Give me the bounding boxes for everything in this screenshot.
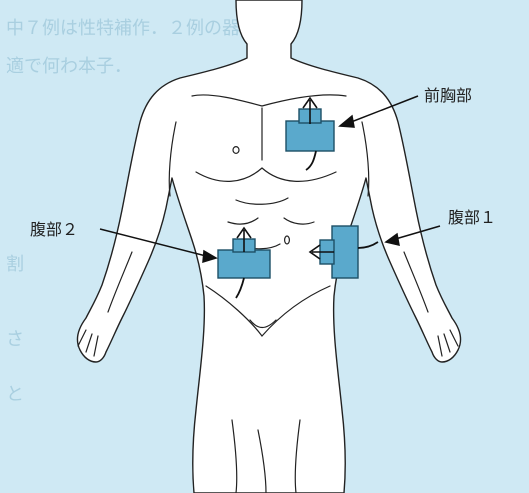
background-text-line: 中７例は性特補作．２例の器	[6, 18, 240, 39]
tube-line	[358, 242, 378, 248]
background-text-line: さ	[6, 329, 24, 350]
label-chest: 前胸部	[424, 82, 472, 106]
label-abdomen-2: 腹部２	[30, 216, 78, 240]
device-body	[332, 226, 358, 278]
background-text-line: 割	[6, 254, 24, 275]
background-text-line: 適で何わ本子．	[6, 56, 132, 77]
label-abdomen-1: 腹部１	[448, 204, 496, 228]
human-body-outline	[78, 0, 461, 493]
device-body	[218, 250, 270, 278]
nipple-marker	[233, 147, 239, 154]
device-body	[286, 121, 334, 151]
background-text-line: と	[6, 384, 24, 405]
navel-marker	[285, 236, 290, 244]
